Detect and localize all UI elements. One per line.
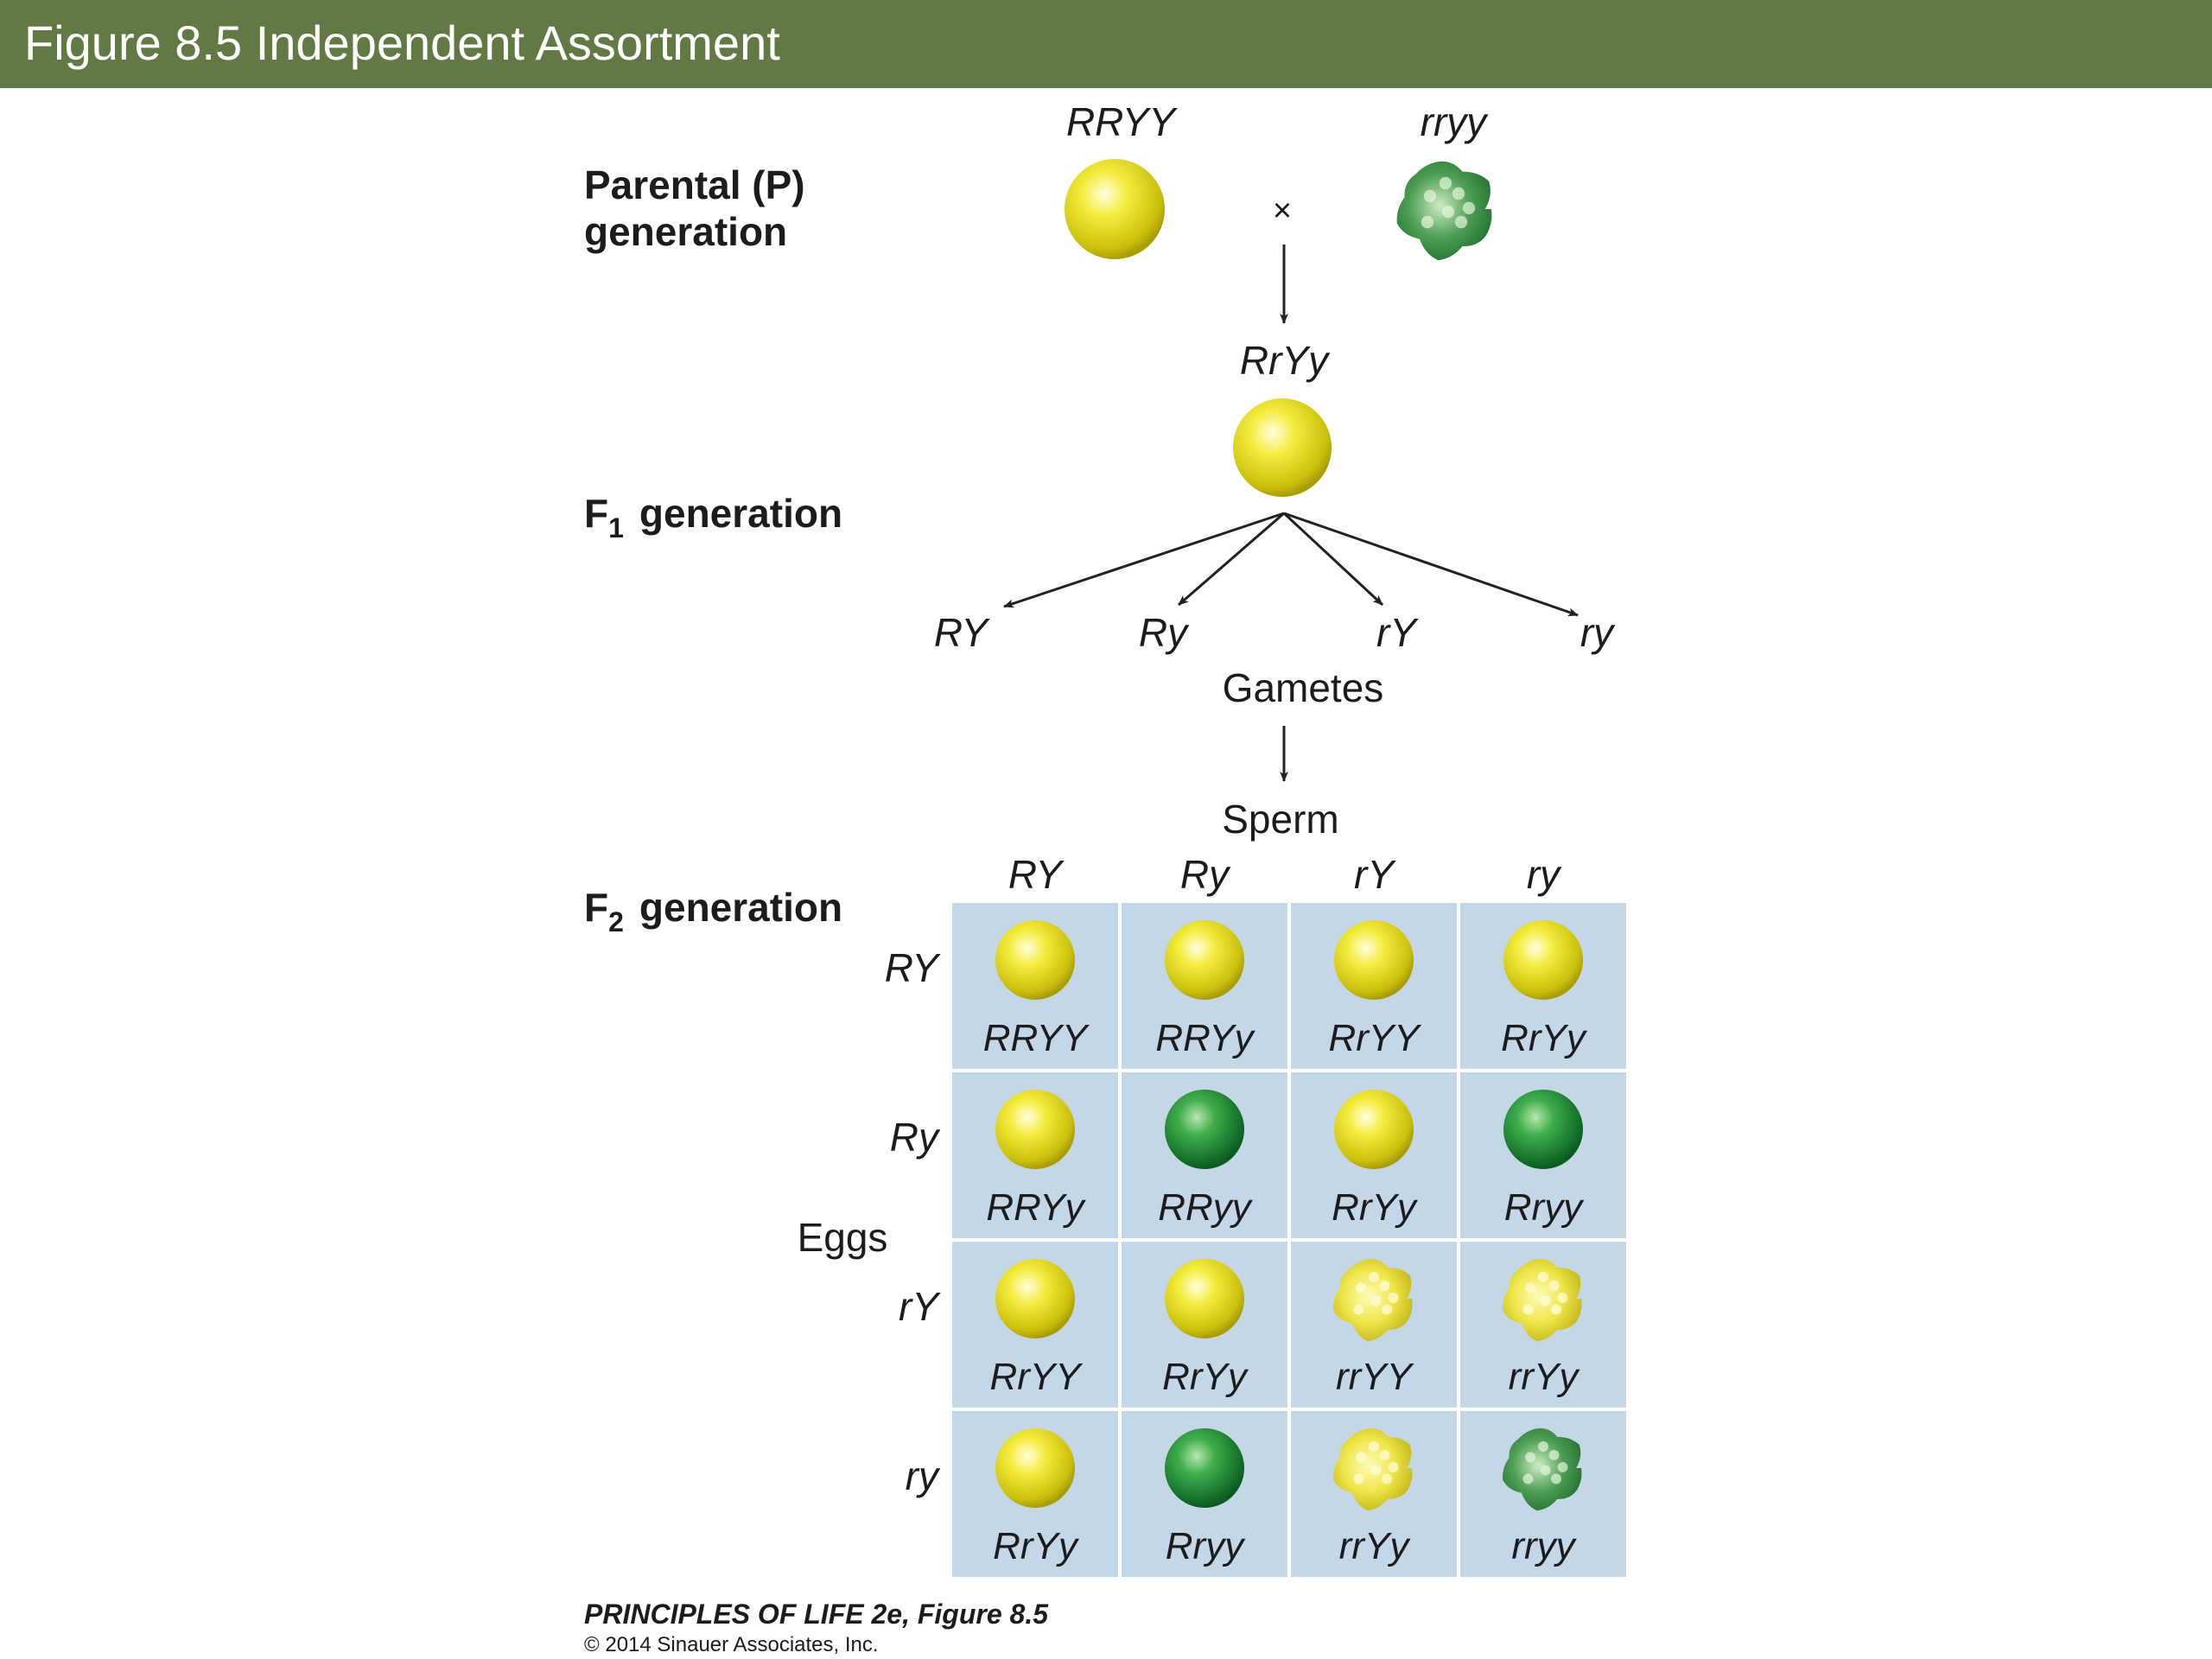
punnett-cell: rrYy	[1460, 1242, 1626, 1408]
punnett-cell-genotype: rrYY	[1336, 1356, 1414, 1398]
gamete-label: Ry	[1139, 610, 1190, 655]
yellow-wrinkled-pea-icon	[1503, 1258, 1582, 1342]
egg-gamete-label: Ry	[890, 1115, 941, 1160]
punnett-cell: rryy	[1460, 1411, 1626, 1577]
punnett-cell-genotype: Rryy	[1504, 1186, 1585, 1229]
gamete-label: ry	[1580, 610, 1616, 655]
f1-yellow-round-pea	[1233, 398, 1332, 497]
punnett-cell-genotype: RRYy	[986, 1186, 1086, 1229]
yellow-round-pea-icon	[1334, 920, 1414, 1000]
gametes-label: Gametes	[1223, 665, 1384, 710]
green-wrinkled-pea-icon	[1503, 1427, 1582, 1511]
sperm-label: Sperm	[1222, 797, 1338, 842]
punnett-cell: RRYY	[952, 903, 1118, 1069]
punnett-cell: RRyy	[1122, 1072, 1287, 1238]
title-bar: Figure 8.5 Independent Assortment	[0, 0, 2212, 88]
punnett-cell-genotype: RRYy	[1155, 1017, 1255, 1059]
yellow-round-pea-icon	[995, 1259, 1075, 1338]
parental-green-wrinkled-pea	[1396, 161, 1492, 261]
punnett-cell-genotype: RrYY	[989, 1356, 1083, 1398]
yellow-round-pea-icon	[1334, 1090, 1414, 1169]
punnett-cell-genotype: rrYy	[1339, 1525, 1412, 1567]
punnett-cell-genotype: rryy	[1511, 1525, 1577, 1567]
sperm-gamete-label: Ry	[1180, 852, 1231, 897]
parental-left-genotype: RRYY	[1066, 99, 1178, 144]
punnett-cell-genotype: RrYy	[1501, 1017, 1588, 1059]
parental-label-line1: Parental (P)	[584, 162, 805, 207]
punnett-cell: rrYY	[1291, 1242, 1457, 1408]
punnett-cell: RrYY	[1291, 903, 1457, 1069]
punnett-cell: RrYy	[1291, 1072, 1457, 1238]
yellow-round-pea-icon	[995, 1428, 1075, 1508]
punnett-cell: rrYy	[1291, 1411, 1457, 1577]
egg-gamete-label: RY	[885, 945, 942, 990]
gamete-label: rY	[1376, 610, 1419, 655]
yellow-round-pea-icon	[1165, 920, 1244, 1000]
yellow-round-pea-icon	[1165, 1259, 1244, 1338]
gamete-label: RY	[934, 610, 991, 655]
footer-copyright: © 2014 Sinauer Associates, Inc.	[584, 1633, 879, 1656]
punnett-cell-genotype: RRYY	[983, 1017, 1090, 1059]
yellow-round-pea-icon	[1503, 920, 1583, 1000]
green-wrinkled-pea-icon	[1396, 161, 1492, 261]
punnett-cell-genotype: rrYy	[1509, 1356, 1581, 1398]
gamete-arrow-2	[1178, 512, 1285, 607]
egg-gamete-label: rY	[899, 1284, 941, 1329]
yellow-wrinkled-pea-icon	[1333, 1258, 1413, 1342]
punnett-cell-genotype: RRyy	[1158, 1186, 1254, 1229]
punnett-cell: RrYY	[952, 1242, 1118, 1408]
sperm-gamete-label: rY	[1354, 852, 1396, 897]
punnett-cell-genotype: RrYy	[993, 1525, 1080, 1567]
punnett-cell: RrYy	[1122, 1242, 1287, 1408]
footer-source: PRINCIPLES OF LIFE 2e, Figure 8.5	[584, 1599, 1048, 1630]
green-round-pea-icon	[1503, 1090, 1583, 1169]
f1-genotype: RrYy	[1240, 338, 1331, 383]
punnett-cell: Rryy	[1122, 1411, 1287, 1577]
parental-label-line2: generation	[584, 209, 787, 254]
punnett-cell-genotype: Rryy	[1166, 1525, 1246, 1567]
yellow-round-pea-icon	[995, 920, 1075, 1000]
punnett-cell-genotype: RrYY	[1328, 1017, 1421, 1059]
green-round-pea-icon	[1165, 1428, 1244, 1508]
punnett-cell-genotype: RrYy	[1162, 1356, 1249, 1398]
green-round-pea-icon	[1165, 1090, 1244, 1169]
page-title: Figure 8.5 Independent Assortment	[24, 16, 780, 70]
punnett-cell-genotype: RrYy	[1332, 1186, 1419, 1229]
yellow-wrinkled-pea-icon	[1333, 1427, 1413, 1511]
gamete-arrow-4	[1283, 512, 1579, 617]
cross-symbol: ×	[1273, 193, 1292, 229]
egg-gamete-label: ry	[906, 1453, 941, 1498]
punnett-cell: Rryy	[1460, 1072, 1626, 1238]
punnett-cell: RRYy	[1122, 903, 1287, 1069]
parental-right-genotype: rryy	[1421, 99, 1490, 144]
punnett-cell: RrYy	[952, 1411, 1118, 1577]
parental-yellow-round-pea	[1065, 159, 1165, 259]
yellow-round-pea-icon	[995, 1090, 1075, 1169]
gamete-arrow-1	[1003, 512, 1285, 608]
sperm-gamete-label: ry	[1527, 852, 1562, 897]
gamete-arrow-3	[1282, 512, 1384, 607]
sperm-gamete-label: RY	[1008, 852, 1065, 897]
punnett-cell: RrYy	[1460, 903, 1626, 1069]
punnett-cell: RRYy	[952, 1072, 1118, 1238]
eggs-label: Eggs	[798, 1215, 888, 1260]
